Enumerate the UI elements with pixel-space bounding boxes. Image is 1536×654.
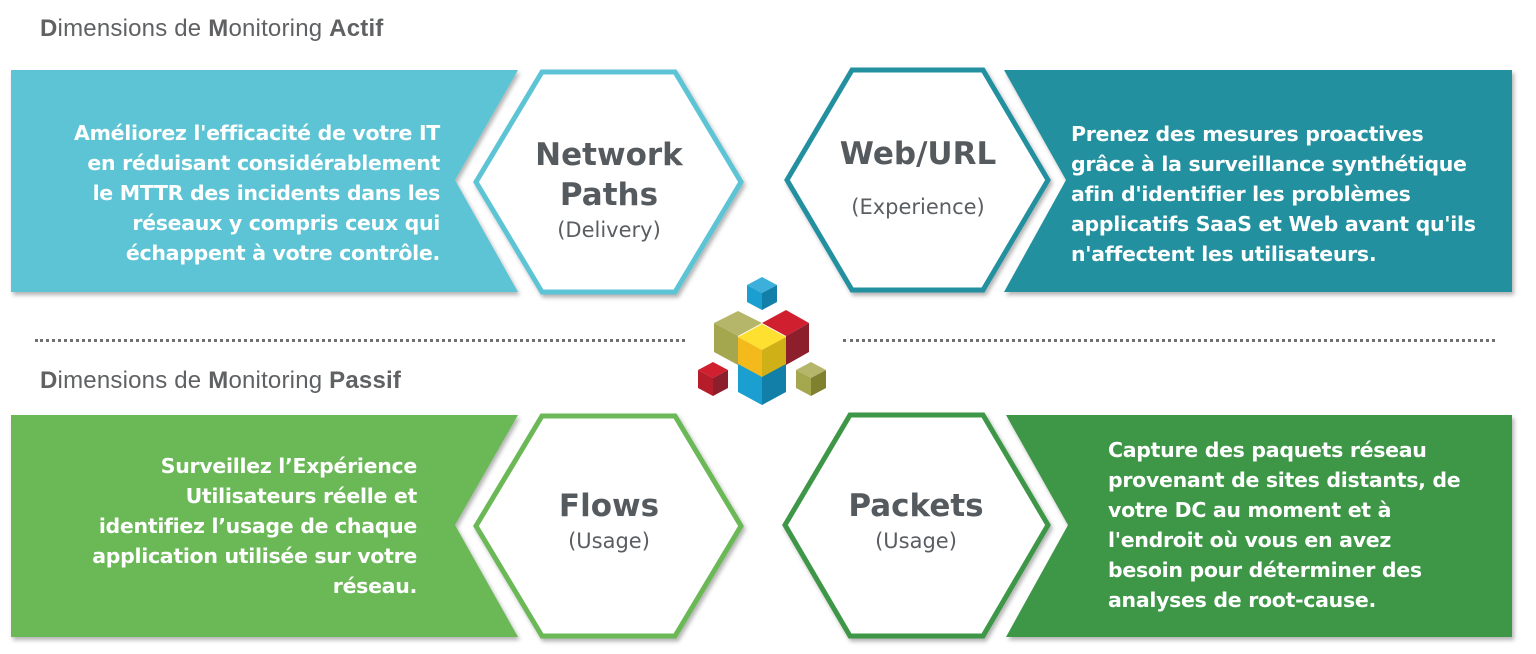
hex-title: Packets: [848, 488, 984, 524]
cube-cluster-icon: [698, 277, 826, 405]
divider-left: [35, 339, 685, 342]
hex-title: Flows: [558, 488, 660, 524]
title-part: D: [40, 367, 58, 394]
title-part: M: [208, 15, 229, 42]
desc-line: réseaux y compris ceux qui: [132, 211, 440, 235]
cube-olive-small: [796, 362, 826, 396]
desc-line: besoin pour déterminer des: [1108, 558, 1422, 582]
section-title-passif: Dimensions de Monitoring Passif: [40, 367, 401, 395]
desc-line: analyses de root-cause.: [1108, 588, 1376, 612]
hex-subtitle: (Usage): [568, 529, 650, 553]
desc-line: l'endroit où vous en avez: [1108, 528, 1391, 552]
cube-olive-large: [714, 311, 762, 365]
banner-actif-left: [11, 70, 518, 292]
hex-label-packets: Packets (Usage): [806, 486, 1026, 556]
desc-line: en réduisant considérablement: [87, 151, 440, 175]
hexagon-flows: [473, 413, 744, 639]
section-title-actif: Dimensions de Monitoring Actif: [40, 15, 384, 43]
cube-red-small: [698, 362, 728, 396]
hex-label-flows: Flows (Usage): [499, 486, 719, 556]
hex-subtitle: (Experience): [851, 195, 985, 219]
desc-line: Prenez des mesures proactives: [1071, 122, 1424, 146]
description-passif-right: Capture des paquets réseau provenant de …: [1108, 435, 1518, 615]
desc-line: provenant de sites distants, de: [1108, 468, 1461, 492]
hex-title: Web/URL: [839, 136, 997, 172]
hex-label-network-paths: Network Paths (Delivery): [499, 135, 719, 245]
desc-line: grâce à la surveillance synthétique: [1071, 152, 1467, 176]
banner-passif-left: [11, 415, 518, 637]
desc-line: application utilisée sur votre: [92, 544, 417, 568]
hexagon-web-url: [784, 67, 1051, 293]
desc-line: Utilisateurs réelle et: [185, 484, 418, 508]
desc-line: réseau.: [332, 574, 418, 598]
title-part: M: [208, 367, 229, 394]
description-actif-right: Prenez des mesures proactives grâce à la…: [1071, 119, 1516, 269]
title-part: D: [40, 15, 58, 42]
cube-blue-small: [747, 277, 777, 310]
title-part: onitoring: [228, 367, 330, 394]
desc-line: Améliorez l'efficacité de votre IT: [74, 121, 440, 145]
description-actif-left: Améliorez l'efficacité de votre IT en ré…: [20, 118, 440, 268]
hex-title: Network: [535, 137, 683, 173]
title-part: Passif: [329, 367, 402, 394]
title-part: imensions de: [57, 367, 209, 394]
title-part: imensions de: [57, 15, 209, 42]
desc-line: votre DC au moment et à: [1108, 498, 1392, 522]
hexagon-network-paths: [473, 69, 744, 295]
title-part: Actif: [329, 15, 384, 42]
desc-line: échappent à votre contrôle.: [125, 241, 440, 265]
cube-red-large: [762, 310, 809, 365]
hexagon-packets: [782, 412, 1051, 639]
hex-subtitle: (Delivery): [557, 218, 661, 242]
title-part: onitoring: [228, 15, 330, 42]
description-passif-left: Surveillez l’Expérience Utilisateurs rée…: [20, 451, 417, 601]
cube-yellow: [738, 324, 786, 377]
desc-line: Capture des paquets réseau: [1108, 438, 1427, 462]
banner-actif-right: [1004, 70, 1512, 292]
banner-passif-right: [1006, 415, 1512, 637]
desc-line: le MTTR des incidents dans les: [92, 181, 441, 205]
desc-line: afin d'identifier les problèmes: [1071, 182, 1411, 206]
desc-line: n'affectent les utilisateurs.: [1071, 242, 1377, 266]
hex-label-web-url: Web/URL (Experience): [808, 134, 1028, 222]
hex-subtitle: (Usage): [875, 529, 957, 553]
desc-line: identifiez l’usage de chaque: [98, 514, 417, 538]
desc-line: applicatifs SaaS et Web avant qu'ils: [1071, 212, 1476, 236]
desc-line: Surveillez l’Expérience: [160, 454, 418, 478]
hex-title: Paths: [559, 177, 659, 213]
divider-right: [843, 339, 1495, 342]
